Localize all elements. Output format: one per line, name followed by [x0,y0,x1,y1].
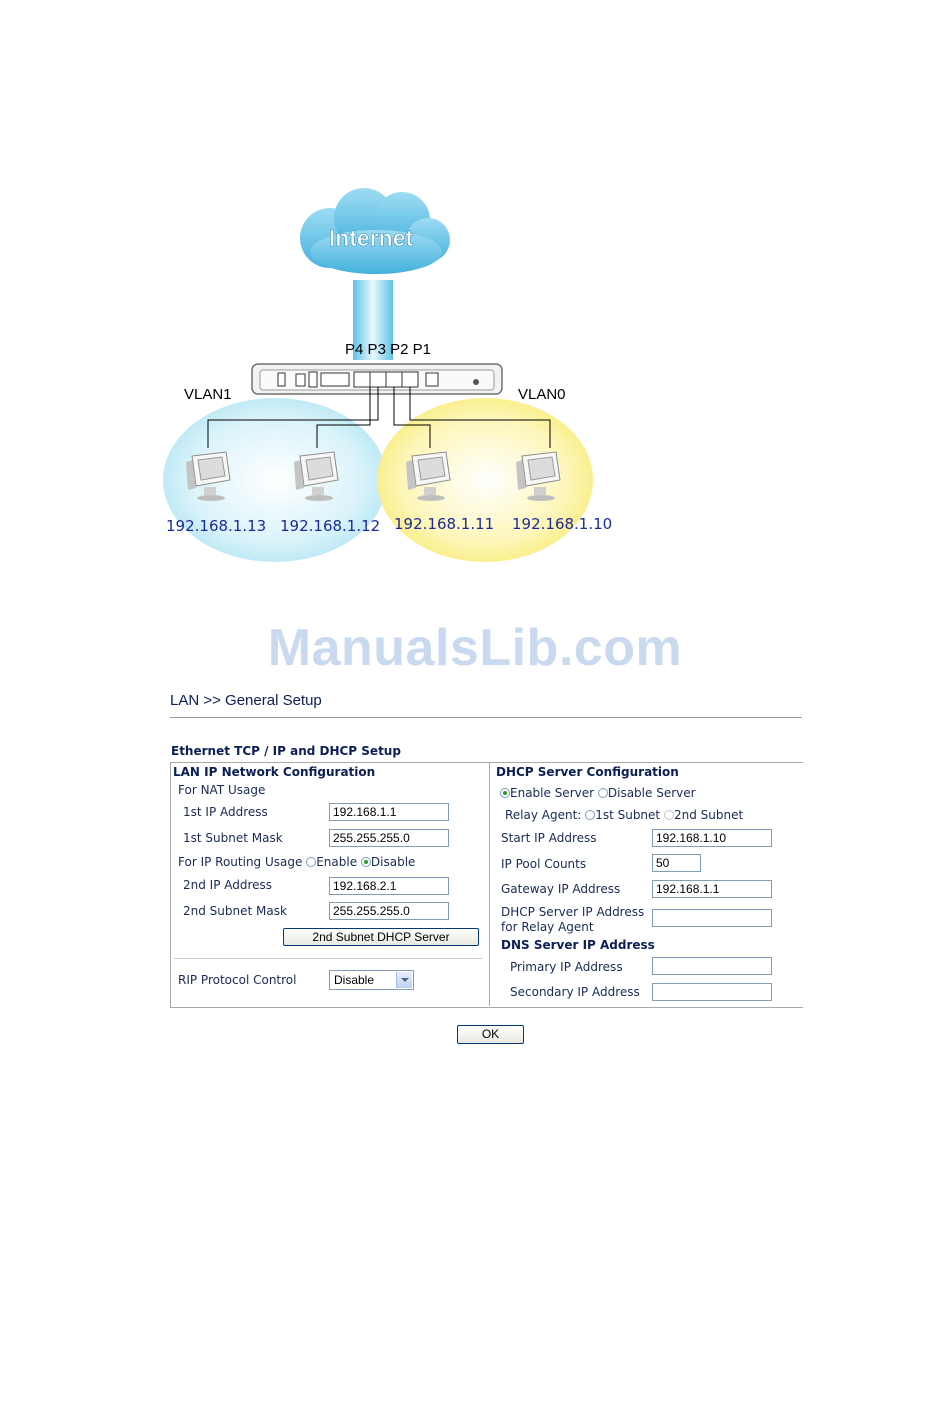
ip2-input[interactable] [329,877,449,895]
disable-server-label[interactable]: Disable Server [607,786,696,800]
pc-ip-4: 192.168.1.10 [512,515,612,533]
vlan1-zone [163,398,387,562]
port-labels: P4 P3 P2 P1 [345,341,431,358]
start-ip-input[interactable] [652,829,772,847]
internet-label: Internet [329,225,414,251]
pc-ip-3: 192.168.1.11 [394,515,494,533]
relay-server-ip-input[interactable] [652,909,772,927]
setup-panel [170,762,803,1008]
mask1-input[interactable] [329,829,449,847]
primary-dns-label: Primary IP Address [510,960,623,974]
pc-icon-2 [294,451,339,501]
relay-agent-row: Relay Agent: 1st Subnet 2nd Subnet [505,808,743,822]
mask2-label: 2nd Subnet Mask [183,904,287,918]
relay-2nd-radio[interactable] [663,810,674,820]
relay-server-ip-label-1: DHCP Server IP Address [501,905,645,919]
rip-select-value: Disable [334,973,375,987]
mask1-label: 1st Subnet Mask [183,831,283,845]
relay-1st-label[interactable]: 1st Subnet [595,808,661,822]
primary-dns-input[interactable] [652,957,772,975]
dhcp-config-heading: DHCP Server Configuration [496,765,679,779]
pc-ip-1: 192.168.1.13 [166,517,266,535]
network-diagram-svg: Internet P4 P3 P2 P1 VLAN1 VLAN0 [163,188,612,562]
chevron-down-icon[interactable] [396,972,412,988]
lan-config-heading: LAN IP Network Configuration [173,765,376,779]
rip-label: RIP Protocol Control [178,973,297,987]
dhcp-2nd-subnet-button[interactable]: 2nd Subnet DHCP Server [283,928,479,946]
gateway-ip-label: Gateway IP Address [501,882,621,896]
internet-cable [353,280,393,360]
page-title: LAN >> General Setup [170,692,322,709]
start-ip-label: Start IP Address [501,831,597,845]
ip1-input[interactable] [329,803,449,821]
relay-agent-label: Relay Agent: [505,808,582,822]
routing-enable-label[interactable]: Enable [316,855,358,869]
pc-icon-4 [516,451,561,501]
mask2-input[interactable] [329,902,449,920]
internet-cloud-icon [300,188,450,274]
pc-icon-1 [186,451,231,501]
dns-heading: DNS Server IP Address [501,938,655,952]
pc-ip-2: 192.168.1.12 [280,517,380,535]
secondary-dns-label: Secondary IP Address [510,985,640,999]
relay-1st-radio[interactable] [585,810,596,820]
panel-column-divider [489,762,490,1006]
routing-enable-radio[interactable] [306,857,317,867]
secondary-dns-input[interactable] [652,983,772,1001]
rip-divider [174,958,482,959]
ip1-label: 1st IP Address [183,805,268,819]
network-diagram: Internet P4 P3 P2 P1 VLAN1 VLAN0 [150,180,650,580]
enable-server-label[interactable]: Enable Server [510,786,595,800]
relay-2nd-label[interactable]: 2nd Subnet [673,808,744,822]
lan-cables [207,387,551,448]
routing-disable-label[interactable]: Disable [370,855,416,869]
gateway-ip-input[interactable] [652,880,772,898]
ip2-label: 2nd IP Address [183,878,273,892]
relay-server-ip-label-2: for Relay Agent [501,920,594,934]
nat-usage-label: For NAT Usage [178,783,266,797]
vlan1-label: VLAN1 [184,386,232,403]
section-title: Ethernet TCP / IP and DHCP Setup [171,744,401,758]
disable-server-radio[interactable] [597,788,608,798]
vlan0-zone [377,398,593,562]
enable-server-radio[interactable] [500,788,510,798]
routing-usage-label: For IP Routing Usage [178,855,303,869]
routing-disable-radio[interactable] [360,857,371,867]
router-icon [251,363,503,395]
vlan0-label: VLAN0 [518,386,566,403]
routing-usage-row: For IP Routing Usage Enable Disable [178,855,415,869]
pool-count-input[interactable] [652,854,701,872]
title-divider [170,717,802,718]
ok-button[interactable]: OK [457,1025,524,1044]
pool-count-label: IP Pool Counts [501,857,587,871]
watermark: ManualsLib.com [267,619,683,677]
pc-icon-3 [406,451,451,501]
rip-select[interactable]: Disable [329,970,414,990]
dhcp-server-mode-row: Enable Server Disable Server [500,786,696,800]
